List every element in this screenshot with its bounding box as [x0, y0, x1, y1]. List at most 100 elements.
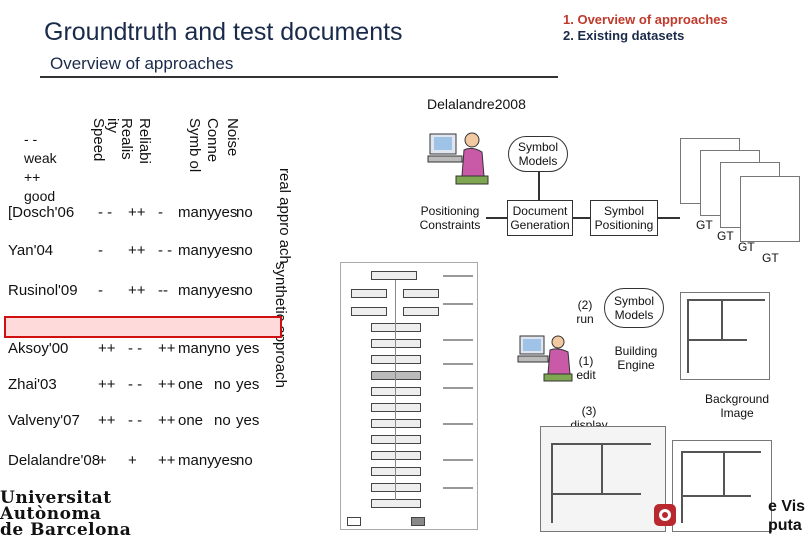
group-label-real: real appro ach [276, 168, 293, 264]
row-method-name: Valveny'07 [8, 412, 80, 429]
nav-item-overview[interactable]: 1. Overview of approaches [563, 12, 728, 27]
column-header-speed: Speed [90, 118, 106, 162]
flow-node [351, 289, 387, 298]
plan-wall [687, 339, 747, 341]
cvc-logo-line: puta [768, 517, 802, 534]
result-floor-plan [672, 440, 772, 532]
cvc-logo-text: e Vis puta [768, 497, 805, 535]
plan-wall [687, 299, 689, 373]
flow-annotation [443, 459, 473, 461]
row-cell: many [178, 340, 215, 357]
flow-node [371, 387, 421, 396]
row-cell: ++ [158, 376, 176, 393]
page-subtitle: Overview of approaches [50, 54, 234, 73]
row-cell: no [214, 340, 231, 357]
gt-label: GT [696, 218, 713, 232]
flow-line [395, 280, 396, 500]
row-cell: no [236, 204, 253, 221]
plan-wall [681, 451, 761, 453]
column-header-symbol: Symb ol [186, 118, 202, 173]
flow-arrow [538, 172, 540, 200]
column-header-realism: Realis [118, 118, 134, 160]
row-cell: no [214, 412, 231, 429]
row-cell: - - [128, 376, 143, 393]
row-cell: ++ [98, 340, 116, 357]
display-step-label: (3) display [570, 404, 608, 428]
flow-annotation [443, 275, 473, 277]
paper-label: Delalandre2008 [427, 96, 526, 112]
flow-node [371, 451, 421, 460]
positioning-constraints-label: Positioning Constraints [419, 204, 481, 232]
row-cell: one [178, 412, 204, 429]
row-cell: no [214, 376, 231, 393]
plan-wall [687, 299, 765, 301]
row-cell: many [178, 242, 215, 259]
flow-node [371, 435, 421, 444]
row-cell: + [98, 452, 107, 469]
flow-node [371, 271, 417, 280]
flow-node [371, 467, 421, 476]
run-step-label: (2) run [576, 298, 594, 326]
plan-wall [601, 443, 603, 493]
row-cell: one [178, 376, 204, 393]
row-cell: - [98, 242, 103, 259]
flow-node [371, 355, 421, 364]
legend-good-label: good [24, 188, 56, 204]
flow-node [371, 371, 421, 380]
flow-annotation [443, 339, 473, 341]
flow-node [371, 499, 421, 508]
flow-annotation [443, 387, 473, 389]
cvc-logo-line: e Vis [768, 498, 806, 515]
row-method-name: Yan'04 [8, 242, 54, 259]
nav-item-datasets[interactable]: 2. Existing datasets [563, 28, 685, 43]
row-cell: yes [236, 412, 260, 429]
row-cell: + [128, 452, 137, 469]
row-cell: - - [98, 204, 113, 221]
row-cell: - [98, 282, 103, 299]
row-method-name: [Dosch'06 [8, 204, 75, 221]
row-cell: no [236, 282, 253, 299]
legend-swatch [347, 517, 361, 526]
row-cell: yes [236, 376, 260, 393]
edit-step-label: (1) edit [576, 354, 596, 382]
person-at-computer-icon [517, 335, 573, 382]
flow-node [371, 419, 421, 428]
flow-node [403, 289, 439, 298]
building-engine-label: Building Engine [614, 344, 658, 372]
flow-annotation [443, 423, 473, 425]
flow-annotation [443, 303, 473, 305]
flow-annotation [443, 363, 473, 365]
flowchart-figure [340, 262, 478, 530]
uab-logo-line: de Barcelona [0, 520, 132, 540]
flow-arrow [573, 217, 590, 219]
table-highlight [4, 316, 282, 338]
group-label-synthetic: synthetic approach [272, 262, 289, 388]
row-cell: ++ [98, 376, 116, 393]
flow-arrow [658, 217, 680, 219]
row-cell: ++ [128, 242, 146, 259]
row-cell: - - [128, 412, 143, 429]
row-cell: ++ [128, 204, 146, 221]
gt-label: GT [738, 240, 755, 254]
symbol-models-node: Symbol Models [604, 288, 664, 328]
gt-label: GT [762, 251, 779, 265]
row-cell: - [158, 204, 163, 221]
legend-weak-label: weak [24, 150, 57, 166]
column-header-ity: ity [104, 118, 120, 133]
column-header-connectivity: Conne [204, 118, 220, 163]
uab-logo-line: Autònoma [0, 504, 102, 524]
plan-wall [551, 443, 553, 523]
row-method-name: Delalandre'08 [8, 452, 101, 469]
row-cell: yes [214, 282, 238, 299]
flow-annotation [443, 487, 473, 489]
symbol-positioning-box: Symbol Positioning [590, 200, 658, 236]
row-cell: yes [236, 340, 260, 357]
legend-swatch [411, 517, 425, 526]
row-cell: no [236, 452, 253, 469]
row-method-name: Rusinol'09 [8, 282, 78, 299]
floor-plan-thumbnail [740, 176, 800, 242]
row-cell: many [178, 204, 215, 221]
row-cell: many [178, 282, 215, 299]
editor-window-screenshot [540, 426, 666, 532]
cvc-logo-mark-icon [654, 504, 676, 526]
